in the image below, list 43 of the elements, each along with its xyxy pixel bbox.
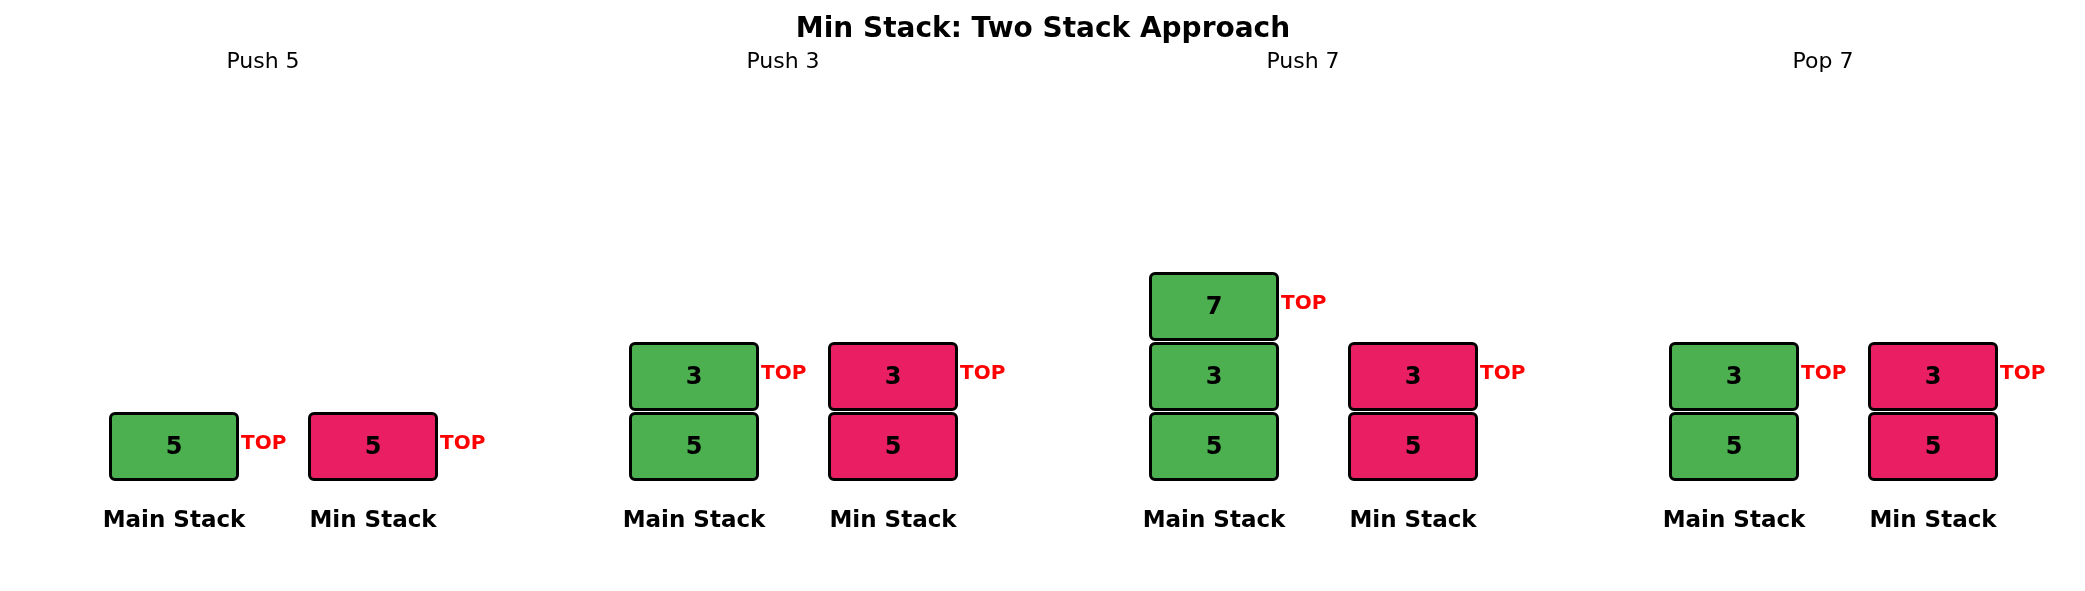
stack-value: 7 — [1205, 293, 1223, 320]
stack-label: Min Stack — [1349, 505, 1477, 533]
stack-value: 5 — [165, 433, 183, 460]
stack-value: 5 — [364, 433, 382, 460]
stack-value: 5 — [1205, 433, 1223, 460]
top-pointer-label: TOP — [2000, 360, 2046, 383]
stack-value: 5 — [1725, 433, 1743, 460]
stack-value: 3 — [884, 363, 902, 390]
top-pointer-label: TOP — [241, 430, 287, 453]
stack-label: Main Stack — [1662, 505, 1806, 533]
stack-label: Main Stack — [1142, 505, 1286, 533]
top-pointer-label: TOP — [1480, 360, 1526, 383]
top-pointer-label: TOP — [1281, 290, 1327, 313]
top-pointer-label: TOP — [960, 360, 1006, 383]
stack-item — [1149, 342, 1279, 411]
stack-value: 3 — [685, 363, 703, 390]
panel-title: Push 3 — [746, 48, 820, 74]
stack-value: 3 — [1725, 363, 1743, 390]
stack-label: Min Stack — [829, 505, 957, 533]
stack-item — [1348, 412, 1478, 481]
stack-value: 3 — [1205, 363, 1223, 390]
stack-value: 5 — [1924, 433, 1942, 460]
stack-item — [1149, 412, 1279, 481]
stack-item — [1669, 412, 1799, 481]
panel-title: Pop 7 — [1792, 48, 1854, 74]
stack-label: Min Stack — [309, 505, 437, 533]
panel-title: Push 5 — [226, 48, 300, 74]
stack-item — [1868, 412, 1998, 481]
stack-label: Main Stack — [102, 505, 246, 533]
stack-value: 5 — [1404, 433, 1422, 460]
stack-value: 3 — [1404, 363, 1422, 390]
top-pointer-label: TOP — [761, 360, 807, 383]
top-pointer-label: TOP — [1801, 360, 1847, 383]
stack-label: Main Stack — [622, 505, 766, 533]
stack-item — [629, 412, 759, 481]
stack-value: 3 — [1924, 363, 1942, 390]
stack-value: 5 — [884, 433, 902, 460]
top-pointer-label: TOP — [440, 430, 486, 453]
diagram-title: Min Stack: Two Stack Approach — [795, 11, 1291, 45]
stack-value: 5 — [685, 433, 703, 460]
panel-title: Push 7 — [1266, 48, 1340, 74]
stack-label: Min Stack — [1869, 505, 1997, 533]
stack-item — [828, 412, 958, 481]
